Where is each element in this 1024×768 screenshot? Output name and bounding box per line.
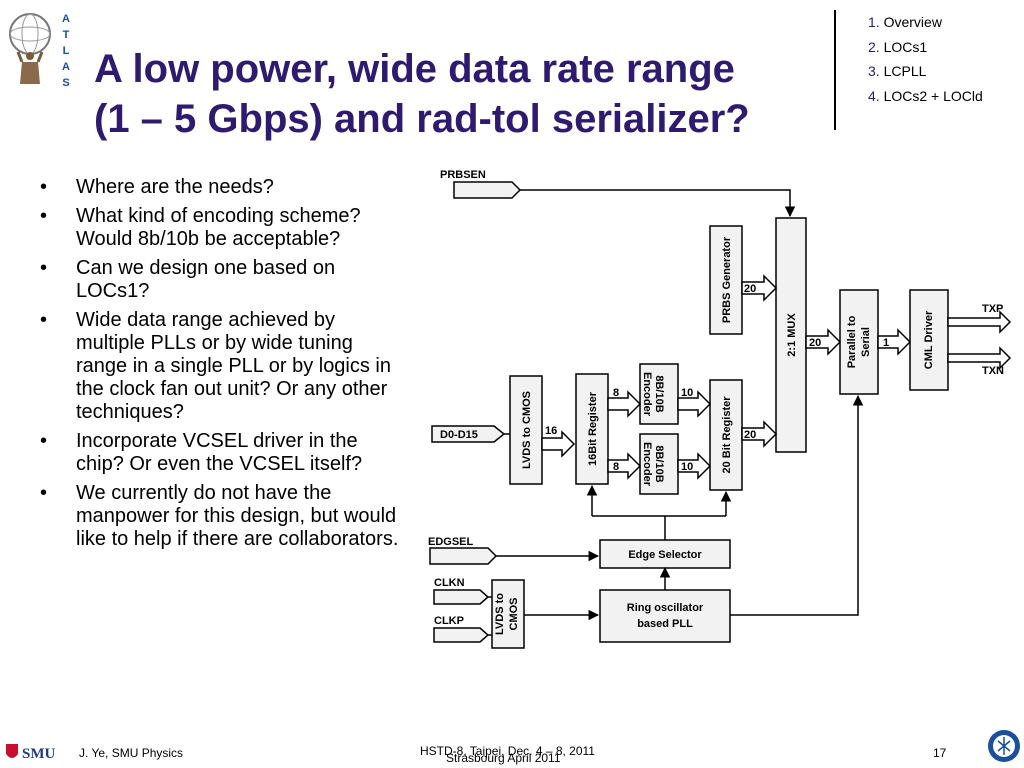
d0-d15-port — [431, 425, 506, 443]
lvds-to-cmos-2-label: CMOS — [508, 598, 520, 631]
atlas-letter: T — [63, 29, 70, 41]
slide-title-line: A low power, wide data rate range — [94, 47, 735, 91]
bus-width-label: 20 — [744, 283, 756, 295]
encoder-top-label: Encoder — [641, 372, 653, 417]
atlas-letter: L — [63, 45, 70, 57]
clkp-label: CLKP — [434, 615, 464, 627]
footer-author: J. Ye, SMU Physics — [79, 746, 184, 760]
bus-1 — [877, 328, 912, 356]
slide-title-line: (1 – 5 Gbps) and rad-tol serializer? — [94, 97, 750, 141]
encoder-bottom-label: 8B/10B — [653, 445, 665, 482]
prbs-generator-label: PRBS Generator — [721, 236, 733, 323]
lvds-to-cmos-label: LVDS to CMOS — [521, 391, 533, 469]
lvds-to-cmos-box — [509, 375, 543, 485]
bullet-item: Can we design one based on LOCs1? — [40, 257, 400, 303]
footer-event-overlap: Strasbourg April 2011 — [446, 751, 561, 765]
bus-width-label: 10 — [681, 461, 693, 473]
pll-box — [599, 589, 731, 643]
edgsel-label: EDGSEL — [428, 536, 474, 548]
outline-nav: 1. Overview 2. LOCs1 3. LCPLL 4. LOCs2 +… — [868, 10, 983, 108]
parallel-to-serial-label: Serial — [860, 327, 872, 357]
bullet-item: We currently do not have the manpower fo… — [40, 482, 400, 551]
bullet-list: Where are the needs? What kind of encodi… — [40, 176, 400, 557]
reg16-label: 16Bit Register — [587, 391, 599, 466]
bus-width-label: 20 — [809, 337, 821, 349]
outline-item-locs1[interactable]: 2. LOCs1 — [868, 38, 928, 55]
txp-output — [947, 310, 1012, 334]
edge-selector-label: Edge Selector — [628, 549, 702, 561]
txn-label: TXN — [982, 365, 1004, 377]
parallel-to-serial-label: Parallel to — [846, 315, 858, 368]
smu-logo-text: SMU — [22, 746, 56, 762]
reg20-label: 20 Bit Register — [721, 396, 733, 474]
cml-driver-label: CML Driver — [923, 310, 935, 369]
bus-8-bottom — [607, 452, 642, 480]
bullet-item: What kind of encoding scheme? Would 8b/1… — [40, 205, 400, 251]
lvds-to-cmos-2-box — [491, 579, 525, 649]
cml-driver-box — [909, 289, 949, 391]
bus-20-prbs — [741, 274, 778, 302]
outline-item-lcpll[interactable]: 3. LCPLL — [868, 63, 927, 79]
d0-d15-label: D0-D15 — [440, 429, 478, 441]
bullet-item: Wide data range achieved by multiple PLL… — [40, 309, 400, 424]
bus-8-top — [607, 390, 642, 418]
bullet-item: Incorporate VCSEL driver in the chip? Or… — [40, 430, 400, 476]
encoder-bottom-label: Encoder — [641, 442, 653, 487]
bus-width-label: 1 — [883, 337, 889, 349]
bus-width-label: 10 — [681, 387, 693, 399]
reg20-box — [709, 379, 743, 491]
clkp-port — [433, 627, 490, 643]
bus-20-mux — [805, 328, 842, 356]
outline-item-overview[interactable]: 1. Overview — [868, 14, 942, 30]
mux-box — [775, 217, 807, 453]
bus-10-top — [677, 390, 712, 418]
prbsen-label: PRBSEN — [440, 169, 486, 181]
encoder-top-box — [639, 363, 679, 425]
pll-label: based PLL — [637, 618, 693, 630]
bus-width-label: 20 — [744, 429, 756, 441]
edgsel-port — [429, 547, 498, 565]
ihep-logo — [988, 730, 1020, 762]
outline-divider — [834, 10, 836, 130]
atlas-letter: S — [62, 77, 69, 89]
atlas-letter: A — [62, 13, 70, 25]
clkn-label: CLKN — [434, 577, 465, 589]
prbsen-port — [453, 181, 522, 199]
bus-width-label: 16 — [545, 425, 557, 437]
encoder-top-label: 8B/10B — [653, 375, 665, 412]
encoder-bottom-box — [639, 433, 679, 495]
txn-output — [947, 346, 1012, 370]
bus-20-reg — [741, 420, 778, 448]
slide-title: A low power, wide data rate range (1 – 5… — [94, 44, 844, 144]
outline-item-locs2[interactable]: 4. LOCs2 + LOCld — [868, 87, 983, 104]
prbs-generator-box — [709, 225, 743, 335]
lvds-to-cmos-2-label: LVDS to — [494, 593, 506, 635]
atlas-letter: A — [62, 61, 70, 73]
footer-event: HSTD-8, Taipei, Dec. 4 – 8, 2011 — [420, 744, 595, 758]
reg16-box — [575, 373, 609, 485]
smu-logo: SMU — [6, 744, 56, 762]
bus-16 — [541, 430, 576, 458]
bullet-item: Where are the needs? — [40, 176, 400, 199]
bus-width-label: 8 — [613, 387, 619, 399]
pll-label: Ring oscillator — [627, 602, 704, 614]
txp-label: TXP — [982, 303, 1003, 315]
bus-10-bottom — [677, 452, 712, 480]
page-number: 17 — [933, 746, 947, 760]
mux-label: 2:1 MUX — [786, 313, 798, 357]
clkn-port — [433, 589, 490, 605]
serializer-block-diagram: PRBSEN D0-D15 EDGSEL CLKN CLKP TXP TXN L… — [428, 169, 1012, 649]
atlas-logo: A T L A S — [9, 13, 70, 89]
bus-width-label: 8 — [613, 461, 619, 473]
